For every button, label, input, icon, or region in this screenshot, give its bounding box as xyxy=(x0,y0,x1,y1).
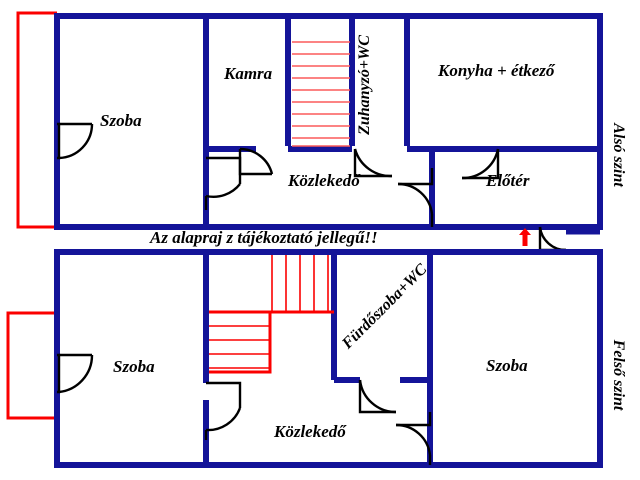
door-szoba-lower-left xyxy=(57,122,94,160)
outer-wall-lower xyxy=(54,13,603,230)
room-label-kamra: Kamra xyxy=(224,64,273,83)
room-label-kozlekedo-upper: Közlekedő xyxy=(274,422,346,441)
door-kozlekedo-szoba-lower xyxy=(204,156,242,210)
door-szoba-upper-left xyxy=(57,353,94,394)
room-label-konyha-etkezo: Konyha + étkező xyxy=(438,61,555,80)
level-upper-geometry xyxy=(6,249,603,468)
stairs-upper xyxy=(209,255,334,374)
terrace-outline-lower xyxy=(16,11,57,229)
room-label-furdoszoba-wc-wrapper: Fürdőszoba+WC xyxy=(331,252,439,362)
level-label-lower-wrapper: Alsó szint xyxy=(608,70,628,240)
door-konyha xyxy=(461,148,500,180)
room-label-zuhanyzo-wc: Zuhanyzó+WC xyxy=(356,35,373,135)
room-label-szoba-upper-right: Szoba xyxy=(486,356,528,375)
door-kamra xyxy=(238,147,274,176)
room-label-furdoszoba-wc: Fürdőszoba+WC xyxy=(338,260,431,353)
level-label-upper: Felső szint xyxy=(610,339,627,411)
stairs-lower xyxy=(292,41,350,147)
door-eloter-kozlekedo xyxy=(397,168,434,227)
room-label-kozlekedo-lower: Közlekedő xyxy=(288,171,360,190)
level-label-lower: Alsó szint xyxy=(610,123,627,187)
level-label-upper-wrapper: Felső szint xyxy=(608,290,628,460)
up-arrow-icon xyxy=(518,228,532,246)
room-label-szoba-lower-left: Szoba xyxy=(100,111,142,130)
door-furdoszoba xyxy=(358,379,397,414)
terrace-outline-upper xyxy=(6,311,57,420)
door-zuhanyzo xyxy=(353,148,393,178)
disclaimer-notice: Az alapraj z tájékoztató jellegű!! xyxy=(150,228,378,247)
level-lower-geometry xyxy=(16,11,603,252)
outer-wall-upper xyxy=(54,249,603,468)
door-entrance xyxy=(538,226,600,252)
room-label-zuhanyzo-wc-wrapper: Zuhanyzó+WC xyxy=(356,20,374,150)
door-kozlekedo-szoba-upper xyxy=(204,381,242,440)
room-label-eloter: Előtér xyxy=(486,171,530,190)
door-szoba-upper-right xyxy=(395,412,432,465)
room-label-szoba-upper-left: Szoba xyxy=(113,357,155,376)
